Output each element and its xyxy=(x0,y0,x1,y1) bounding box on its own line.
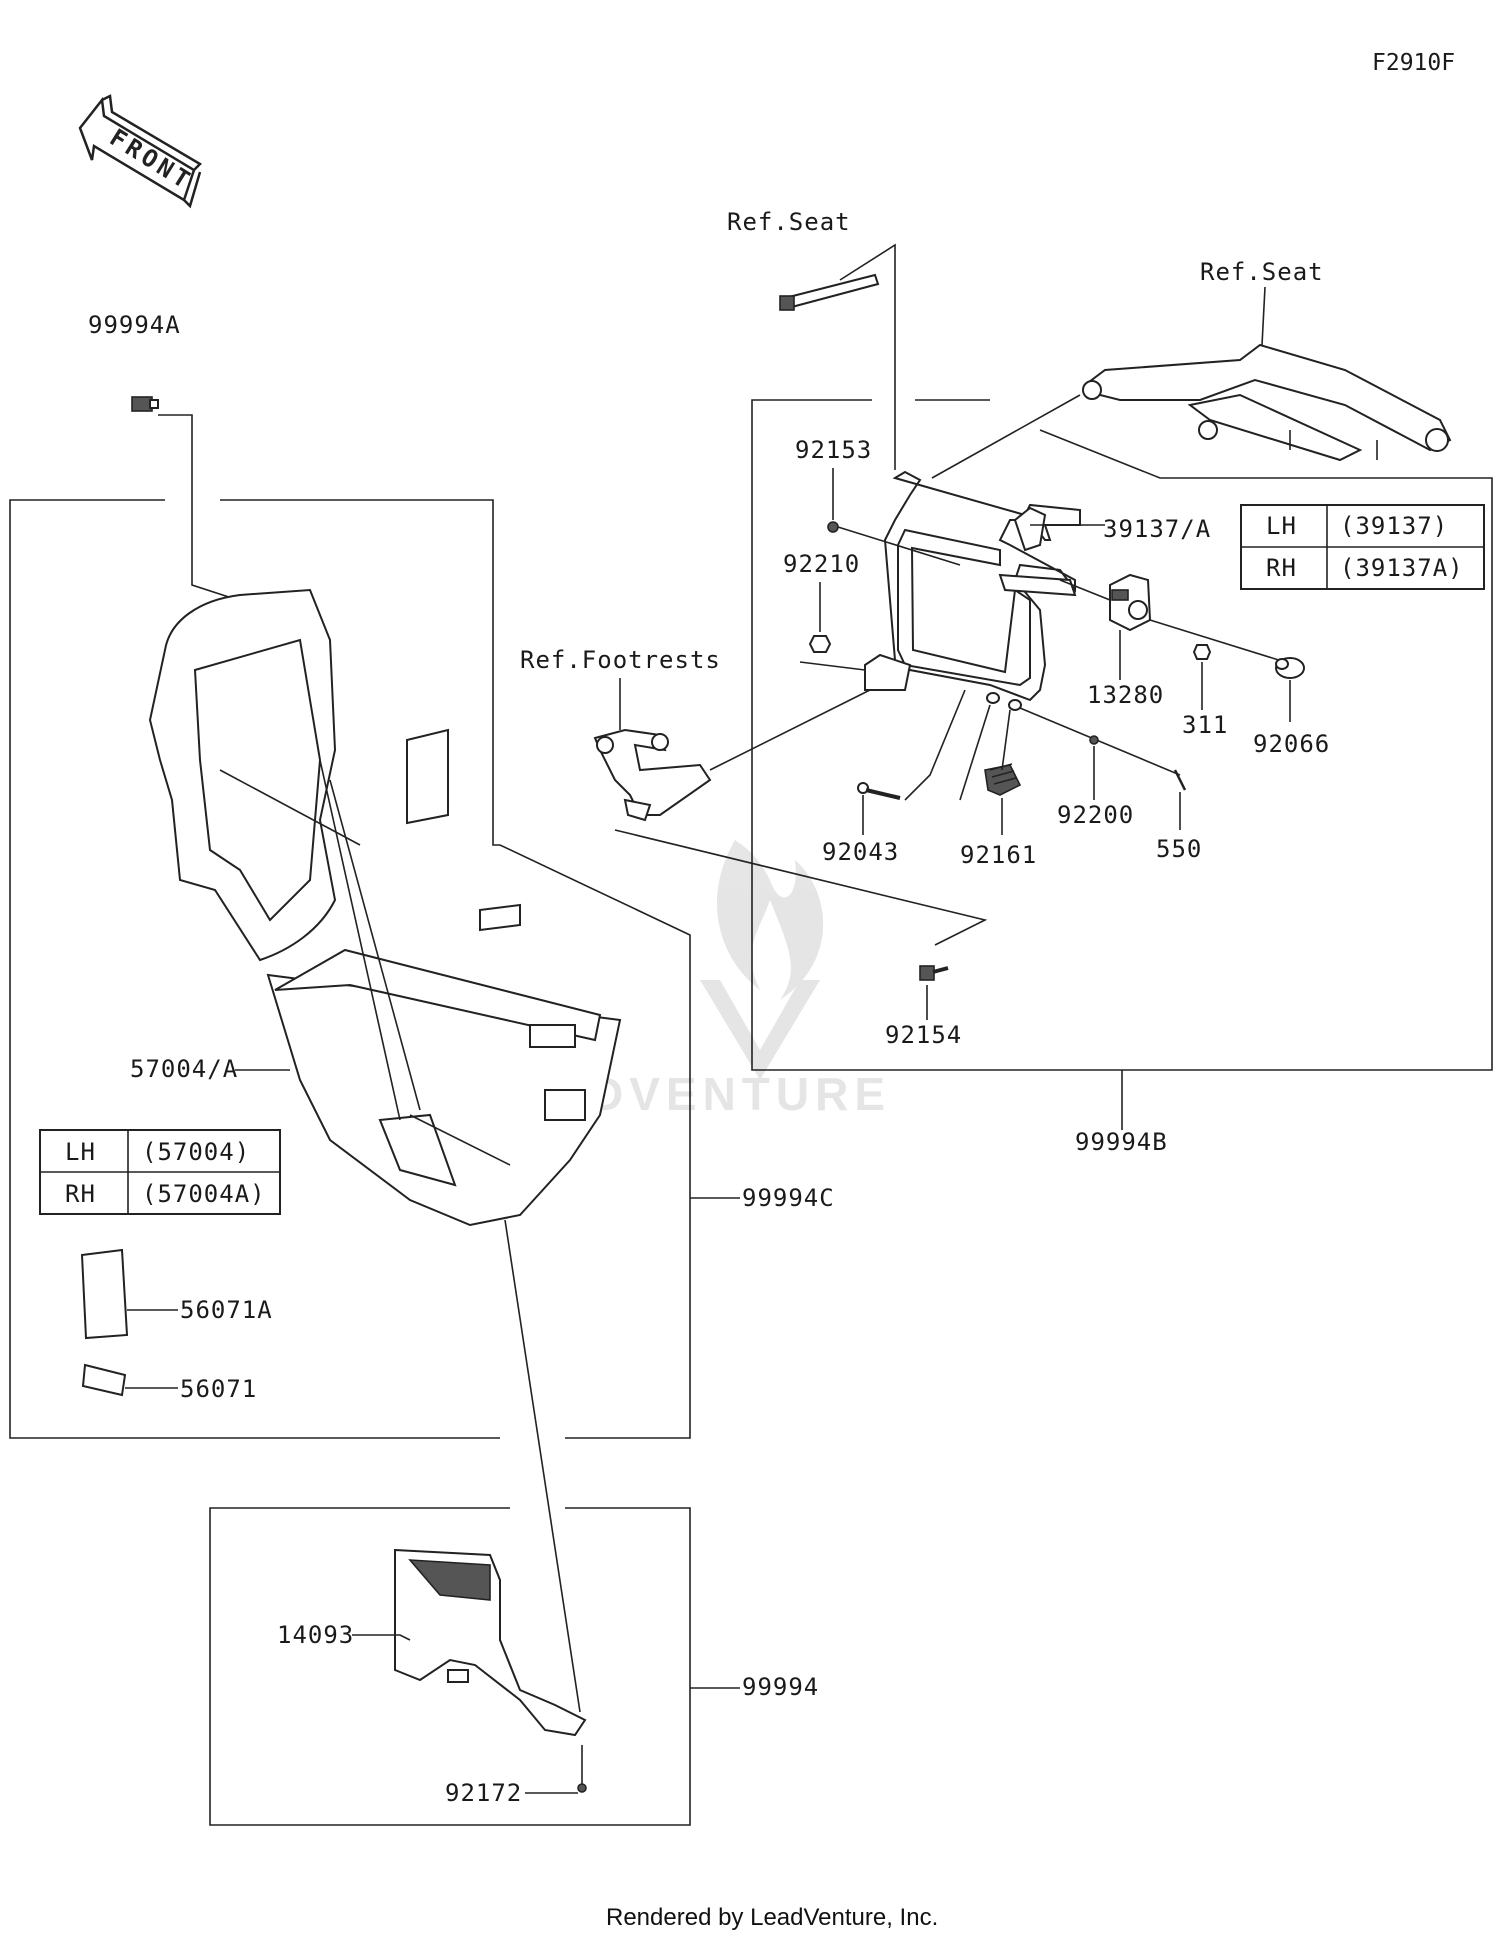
decal-inside-lid xyxy=(406,728,521,932)
front-arrow-icon: FRONT xyxy=(78,94,203,209)
callout-56071A: 56071A xyxy=(180,1296,273,1324)
callout-14093: 14093 xyxy=(277,1621,354,1649)
pin-92043-icon xyxy=(857,782,901,800)
case-side-table: LH (57004) RH (57004A) xyxy=(39,1129,281,1215)
callout-57004A: 57004/A xyxy=(130,1055,238,1083)
side-case-drawing xyxy=(148,588,622,1227)
callout-550: 550 xyxy=(1156,835,1202,863)
callout-13280: 13280 xyxy=(1087,681,1164,709)
callout-92172: 92172 xyxy=(445,1779,522,1807)
spring-92161-icon xyxy=(984,692,1022,796)
screw-92172-icon xyxy=(577,1783,587,1793)
washer-92200-icon xyxy=(1089,735,1099,745)
seat-subframe-drawing xyxy=(1082,343,1452,462)
callout-99994C: 99994C xyxy=(742,1184,835,1212)
seat-bolt-icon xyxy=(779,273,880,311)
callout-99994A: 99994A xyxy=(88,311,181,339)
cap-92066-icon xyxy=(1275,657,1305,679)
callout-99994B: 99994B xyxy=(1075,1128,1168,1156)
cover-14093-drawing xyxy=(394,1548,587,1737)
figure-code: F2910F xyxy=(1372,50,1455,76)
main-bracket-drawing xyxy=(864,470,1081,702)
cover-assembly-frame xyxy=(209,1507,740,1826)
case-table-part-rh: (57004A) xyxy=(142,1180,266,1208)
footer-credit: Rendered by LeadVenture, Inc. xyxy=(606,1904,938,1931)
screw-92154-icon xyxy=(919,965,949,981)
ref-footrests-label: Ref.Footrests xyxy=(520,646,721,674)
bracket-table-side-rh: RH xyxy=(1266,554,1297,582)
callout-99994: 99994 xyxy=(742,1673,819,1701)
decal-56071A-icon xyxy=(80,1248,129,1340)
case-table-part-lh: (57004) xyxy=(142,1138,250,1166)
nut-92210-icon xyxy=(808,635,832,653)
case-table-side-rh: RH xyxy=(65,1180,96,1208)
bracket-table-part-lh: (39137) xyxy=(1340,512,1448,540)
pin-550-icon xyxy=(1173,769,1187,791)
bolt-92153-icon xyxy=(827,521,839,533)
callout-56071: 56071 xyxy=(180,1375,257,1403)
case-assembly-frame xyxy=(9,499,740,1439)
case-table-side-lh: LH xyxy=(65,1138,96,1166)
callout-92153: 92153 xyxy=(795,436,872,464)
ref-seat-label-1: Ref.Seat xyxy=(727,208,851,236)
footrest-bracket-drawing xyxy=(593,728,712,822)
decal-56071-icon xyxy=(81,1363,127,1397)
bracket-side-table: LH (39137) RH (39137A) xyxy=(1240,504,1485,590)
nut-311-icon xyxy=(1192,644,1212,660)
callout-92154: 92154 xyxy=(885,1021,962,1049)
bracket-table-side-lh: LH xyxy=(1266,512,1297,540)
bracket-kit-frame xyxy=(751,399,1493,1130)
callout-311: 311 xyxy=(1182,711,1228,739)
bracket-table-part-rh: (39137A) xyxy=(1340,554,1464,582)
callout-92210: 92210 xyxy=(783,550,860,578)
callout-39137A: 39137/A xyxy=(1103,515,1211,543)
callout-92161: 92161 xyxy=(960,841,1037,869)
callout-92200: 92200 xyxy=(1057,801,1134,829)
ref-seat-label-2: Ref.Seat xyxy=(1200,258,1324,286)
callout-92043: 92043 xyxy=(822,838,899,866)
bolt-99994A-icon xyxy=(131,396,159,412)
bumper-13280-drawing xyxy=(1109,573,1152,632)
callout-92066: 92066 xyxy=(1253,730,1330,758)
